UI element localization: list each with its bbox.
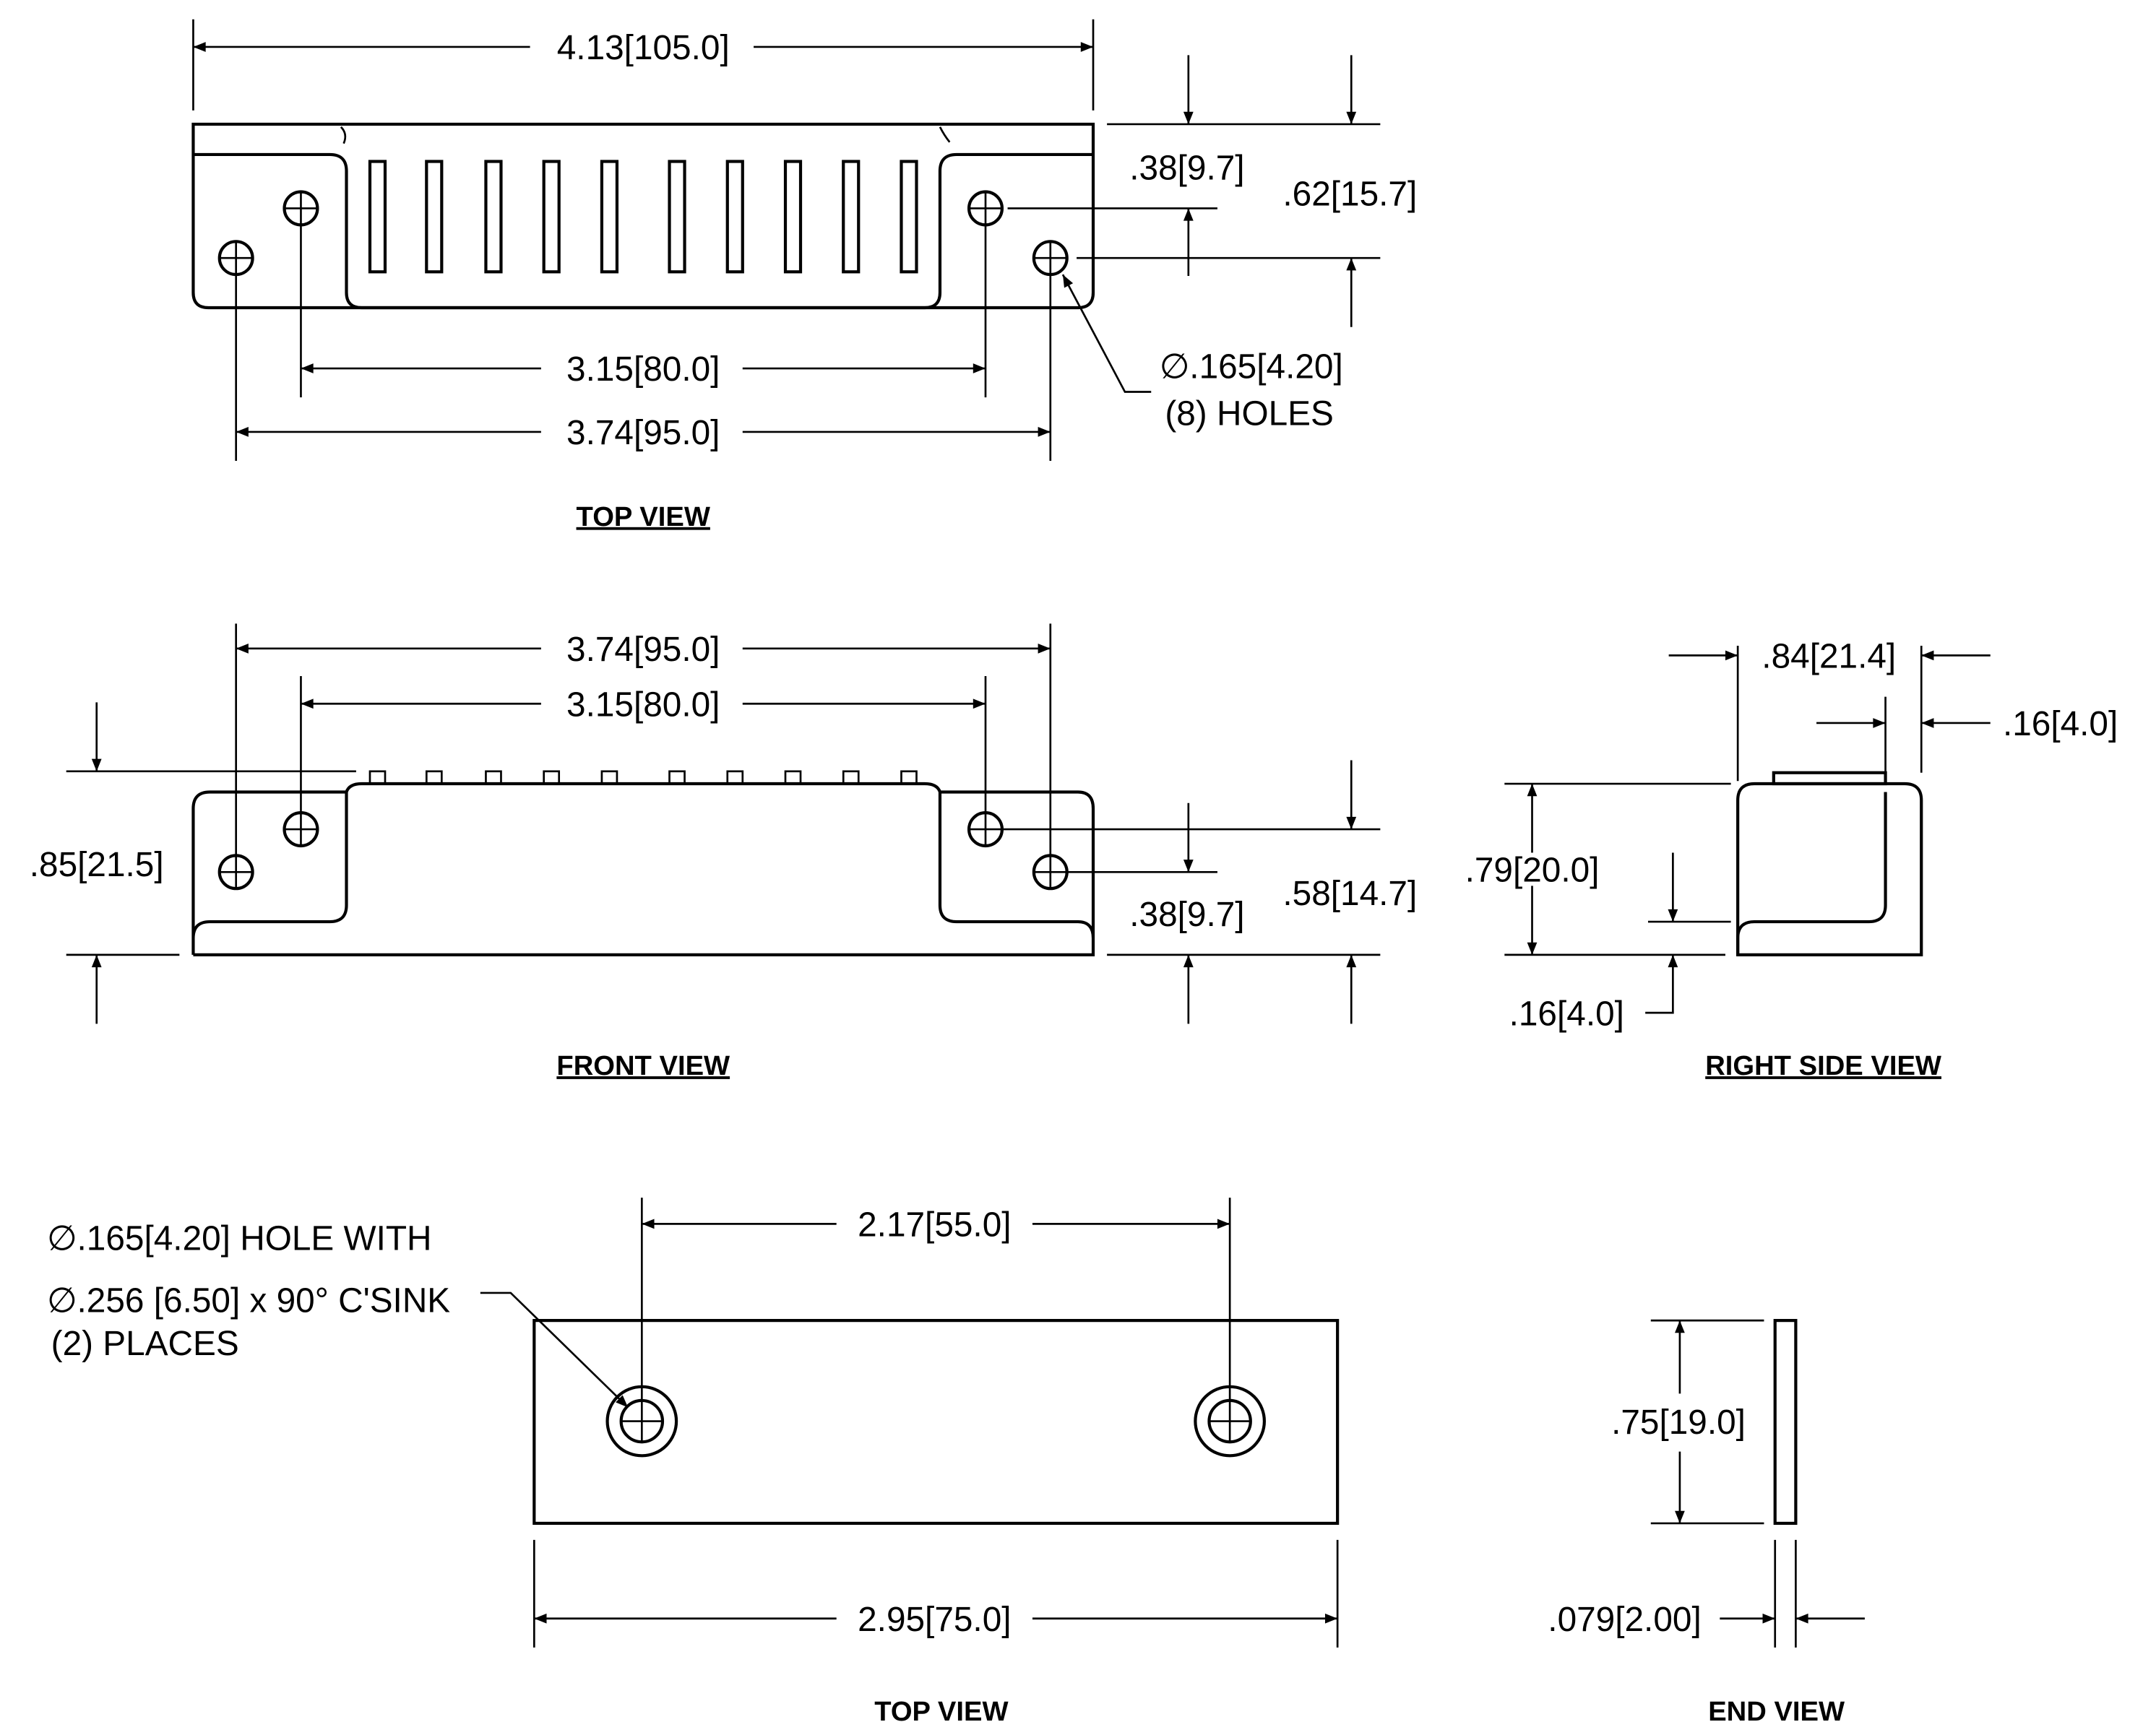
end-view: .75[19.0] .079[2.00] END VIEW xyxy=(1548,1319,1865,1722)
fin-top xyxy=(543,770,561,785)
plate-hole-spacing-dim: 2.17[55.0] xyxy=(858,1206,1011,1245)
right-side-view: .84[21.4] .16[4.0] .79[20.0] .16[4.0] RI… xyxy=(1465,638,2118,1082)
front-view-outline xyxy=(191,782,1095,956)
fin-slot xyxy=(668,160,686,274)
fin-slot xyxy=(484,160,503,274)
fin-slot xyxy=(600,160,619,274)
fin-top xyxy=(726,770,744,785)
front-inner-hole-spacing-dim: 3.15[80.0] xyxy=(566,685,720,724)
hole-callout-diameter: ∅.165[4.20] xyxy=(1160,347,1343,386)
outer-hole-spacing-dim: 3.74[95.0] xyxy=(566,414,720,452)
end-width-dim: .75[19.0] xyxy=(1611,1403,1746,1442)
hole xyxy=(217,854,254,891)
front-view: 3.74[95.0] 3.15[80.0] .85[21.5] .38[9.7]… xyxy=(30,623,1417,1081)
side-wall-thickness-dim: .16[4.0] xyxy=(2003,705,2118,743)
inner-hole-offset-dim: .38[9.7] xyxy=(1129,149,1244,187)
fin-top xyxy=(368,770,387,785)
front-outer-hole-spacing-dim: 3.74[95.0] xyxy=(566,631,720,669)
fin-tops xyxy=(368,770,918,785)
hole xyxy=(967,811,1004,848)
hole xyxy=(283,811,319,848)
hole xyxy=(1032,240,1069,277)
fin-slot xyxy=(842,160,861,274)
front-overall-height-dim: .85[21.5] xyxy=(30,846,164,884)
top-view-1-outline xyxy=(191,122,1095,310)
end-view-title: END VIEW xyxy=(1708,1696,1845,1722)
plate-callout-line2: ∅.256 [6.50] x 90° C'SINK xyxy=(47,1282,450,1320)
top-view-1-title: TOP VIEW xyxy=(577,501,710,532)
fin-slot xyxy=(368,160,387,274)
top-view-2-title: TOP VIEW xyxy=(874,1696,1008,1722)
plate-outline xyxy=(532,1319,1340,1526)
hole xyxy=(217,240,254,277)
fin-top xyxy=(668,770,686,785)
inner-hole-spacing-dim: 3.15[80.0] xyxy=(566,350,720,389)
fin-top xyxy=(600,770,618,785)
fin-slot xyxy=(900,160,918,274)
front-view-title: FRONT VIEW xyxy=(556,1050,730,1081)
fin-top xyxy=(900,770,918,785)
end-thickness-dim: .079[2.00] xyxy=(1548,1601,1701,1639)
hole xyxy=(283,190,319,227)
fin-slot xyxy=(425,160,444,274)
end-view-outline xyxy=(1773,1319,1798,1526)
overall-width-dim: 4.13[105.0] xyxy=(557,29,730,67)
right-side-outline xyxy=(1736,782,1923,956)
fin-slots xyxy=(368,160,918,274)
outer-hole-offset-dim: .62[15.7] xyxy=(1282,176,1417,214)
plate-overall-length-dim: 2.95[75.0] xyxy=(858,1601,1011,1639)
front-outer-hole-height-dim: .58[14.7] xyxy=(1282,875,1417,913)
fin-top xyxy=(784,770,802,785)
hole xyxy=(1032,854,1069,891)
fin-slot xyxy=(783,160,803,274)
fin-slot xyxy=(542,160,561,274)
hole xyxy=(967,190,1004,227)
front-inner-hole-height-dim: .38[9.7] xyxy=(1129,896,1244,934)
fin-top xyxy=(485,770,502,785)
fin-top xyxy=(425,770,443,785)
fin-slot xyxy=(725,160,744,274)
top-view-1-inner-outline xyxy=(193,152,1094,310)
side-height-dim: .79[20.0] xyxy=(1465,852,1600,890)
hole-callout-count: (8) HOLES xyxy=(1165,394,1334,433)
plate-callout-line1: ∅.165[4.20] HOLE WITH xyxy=(47,1220,432,1258)
right-side-view-title: RIGHT SIDE VIEW xyxy=(1705,1050,1941,1081)
fin-top xyxy=(842,770,860,785)
side-base-thickness-dim: .16[4.0] xyxy=(1509,995,1624,1033)
plate-callout-line3: (2) PLACES xyxy=(51,1325,239,1363)
top-view-2: 2.17[55.0] 2.95[75.0] ∅.165[4.20] HOLE W… xyxy=(47,1198,1340,1722)
top-view-1: 4.13[105.0] 3.15[80.0] 3.74[95.0] .38[9.… xyxy=(191,19,1417,532)
side-overall-depth-dim: .84[21.4] xyxy=(1762,638,1896,676)
